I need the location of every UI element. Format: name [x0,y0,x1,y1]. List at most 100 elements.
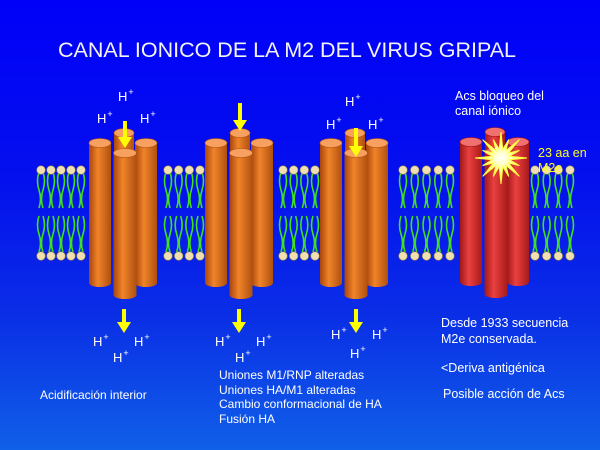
lipid-tail [178,171,183,209]
effects-line: Uniones HA/M1 alteradas [219,382,356,397]
lipid-head [66,165,76,175]
lipid-tail [398,215,404,253]
channel-helix [344,148,368,299]
lipid-head [174,251,184,261]
m2e-label: 23 aa en M2e [538,146,587,176]
lipid-tail [304,215,309,253]
lipid-head [553,165,563,175]
blocking-antibody-label: Acs bloqueo del canal iónico [455,89,544,119]
lipid-tail [80,215,86,253]
lipid-tail [178,215,183,253]
proton-ion: H+ [326,116,342,132]
lipid-head [398,165,408,175]
proton-ion: H+ [118,87,134,104]
lipid-tail [189,215,194,253]
lipid-tail [534,215,540,253]
proton-symbol: H [215,334,225,349]
down-arrow [232,309,246,333]
lipid-tail [46,171,52,209]
lipid-head [310,251,320,261]
diagram-title: CANAL IONICO DE LA M2 DEL VIRUS GRIPAL [58,38,516,62]
lipid-head [289,165,299,175]
lipid-head [46,165,56,175]
lipid-tail [426,215,431,253]
cylinder-body [113,153,137,295]
cylinder-body [344,153,368,295]
lipid-tail [433,171,439,209]
lipid-tail [530,215,536,253]
lipid-tail [449,171,455,209]
lipid-tail [163,171,169,209]
lipid-tail [314,171,320,209]
proton-symbol: H [368,117,378,132]
lipid-tail [289,215,294,253]
lipid-tail [402,215,408,253]
lipid-head [421,165,432,175]
lipid-tail [565,215,571,253]
lipid-head [195,165,205,175]
cylinder-body [320,143,342,283]
lipid-tail [163,215,169,253]
cylinder-top [113,148,137,158]
arrow-head [349,146,363,157]
cylinder-base [507,278,529,286]
lipid-tail [50,171,56,209]
lipid-tail [445,215,451,253]
lipid-tail [174,171,179,209]
cylinder-body [460,142,482,282]
effects-line: Cambio conformacional de HA [219,397,382,411]
lipid-tail [50,215,56,253]
antibody-burst [474,131,528,185]
proton-ion: H+ [345,92,361,109]
cylinder-body [135,143,157,283]
lipid-tail [76,215,82,253]
lipid-tail [437,171,443,209]
drift-caption: <Deriva antigénica [441,361,545,375]
lipid-head [195,251,205,261]
proton-ion: H+ [256,333,272,349]
proton-charge: + [128,87,134,97]
proton-symbol: H [93,334,103,349]
lipid-tail [60,171,66,209]
blocked-channel-helix [459,137,483,286]
lipid-tail [542,215,547,253]
effects-caption: Uniones M1/RNP alteradas Uniones HA/M1 a… [219,368,382,426]
lipid-tail [40,171,46,209]
antibody-action-caption: Posible acción de Acs [443,387,565,401]
lipid-head [542,251,552,261]
blocking-antibody-line: canal iónico [455,104,522,118]
proton-symbol: H [256,334,266,349]
cylinder-top [88,138,112,148]
lipid-tail [414,215,420,253]
proton-charge: + [245,348,251,358]
arrow-shaft [123,121,127,139]
lipid-tail [195,215,201,253]
lipid-tail [569,171,575,209]
proton-charge: + [355,92,361,102]
lipid-tail [310,171,316,209]
lipid-head [299,165,309,175]
proton-charge: + [107,109,113,119]
arrow-shaft [354,128,358,148]
cylinder-base [460,278,482,286]
lipid-tail [36,215,42,253]
lipid-tail [304,171,309,209]
channel-helix [88,138,112,287]
lipid-tail [70,171,76,209]
lipid-head [184,165,194,175]
lipid-tail [174,215,179,253]
cylinder-top [250,138,274,148]
lipid-tail [422,215,427,253]
channel-helix [229,148,253,299]
lipid-tail [289,171,294,209]
down-arrow [118,121,132,148]
lipid-head [163,251,173,261]
cylinder-top [229,148,253,158]
lipid-tail [293,171,298,209]
lipid-tail [293,215,298,253]
cylinder-top [204,138,228,148]
blocking-antibody-line: Acs bloqueo del [455,89,544,103]
down-arrow [233,103,247,131]
lipid-tail [278,171,284,209]
proton-ion: H+ [134,333,150,349]
